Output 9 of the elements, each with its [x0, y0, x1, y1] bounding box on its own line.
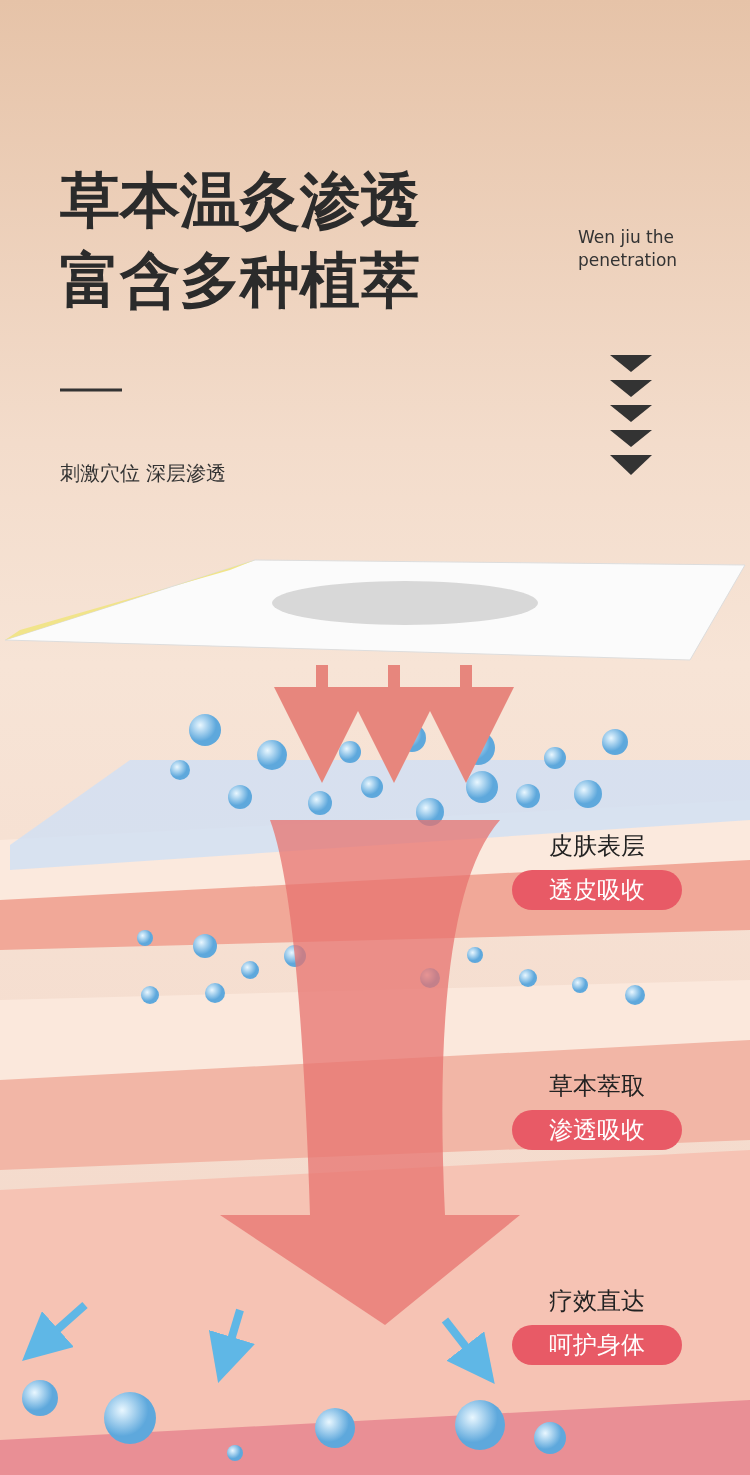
layer-heading: 皮肤表层 — [549, 831, 645, 862]
benefit-pill: 呵护身体 — [512, 1325, 682, 1365]
benefit-pill: 透皮吸收 — [512, 870, 682, 910]
benefit-pill: 渗透吸收 — [512, 1110, 682, 1150]
heading: 草本温灸渗透富含多种植萃 — [60, 164, 421, 317]
subtitle-text: Wen jiu the penetration — [578, 226, 679, 272]
layer-heading: 疗效直达 — [549, 1286, 645, 1317]
tagline: 刺激穴位 深层渗透 — [60, 460, 227, 487]
layer-heading: 草本萃取 — [549, 1071, 645, 1102]
